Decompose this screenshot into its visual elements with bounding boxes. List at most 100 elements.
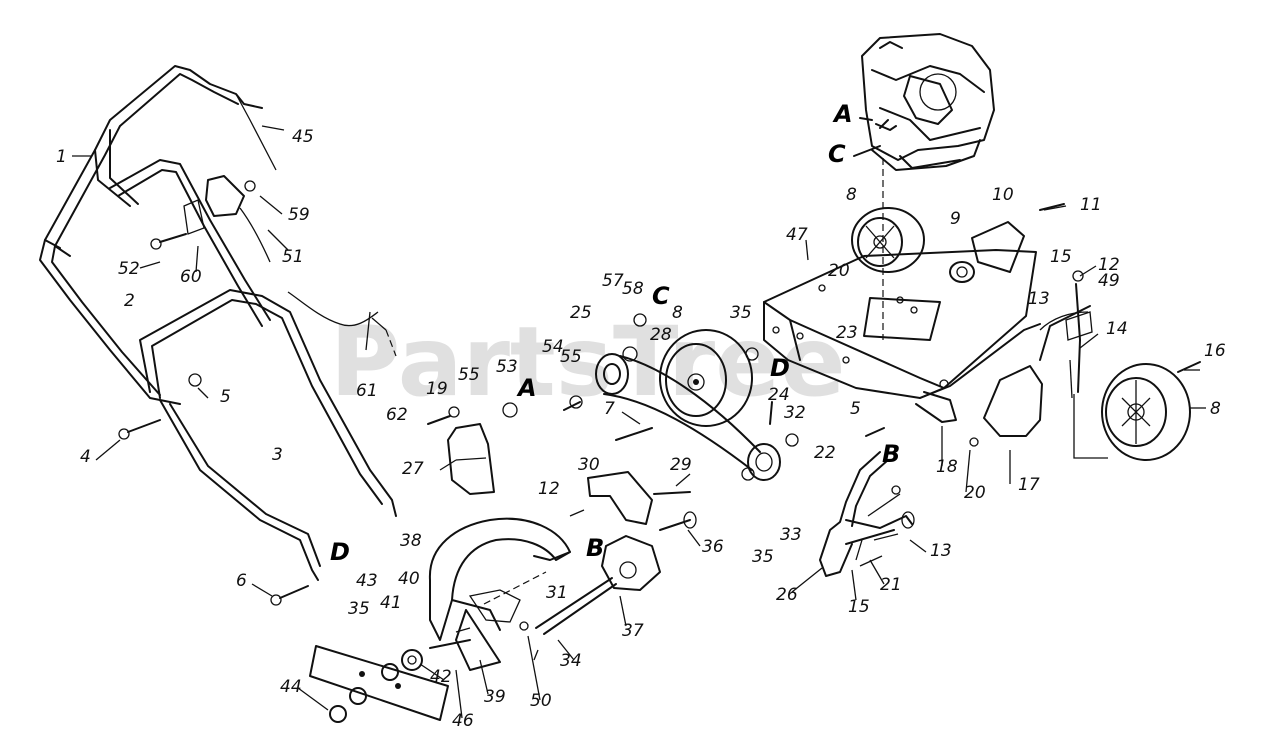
- wheel-top: [851, 207, 925, 273]
- label-51: 51: [282, 247, 304, 267]
- label-45: 45: [292, 127, 314, 147]
- label-12b: 12: [538, 479, 560, 499]
- marker-D-deck: D: [770, 354, 790, 382]
- label-4: 4: [80, 447, 91, 467]
- label-22: 22: [814, 443, 836, 463]
- label-19: 19: [426, 379, 448, 399]
- label-15b: 15: [848, 597, 870, 617]
- label-60: 60: [180, 267, 202, 287]
- blade-spacers: [329, 609, 529, 723]
- marker-C-pulley: C: [652, 282, 670, 310]
- label-10: 10: [992, 185, 1014, 205]
- label-20b: 20: [964, 483, 986, 503]
- label-44: 44: [280, 677, 302, 697]
- wheel-right: [1101, 363, 1191, 461]
- wheel-middle: [659, 329, 753, 427]
- label-40: 40: [398, 569, 420, 589]
- label-42: 42: [430, 667, 452, 687]
- label-50: 50: [530, 691, 552, 711]
- label-52: 52: [118, 259, 140, 279]
- label-36: 36: [702, 537, 724, 557]
- label-31: 31: [546, 583, 568, 603]
- label-55b: 55: [560, 347, 582, 367]
- connection-markers: A C A C D D B B: [330, 100, 900, 566]
- label-34: 34: [560, 651, 582, 671]
- label-15a: 15: [1050, 247, 1072, 267]
- label-13b: 13: [930, 541, 952, 561]
- blade-centerline: [483, 571, 547, 605]
- arbor-assembly: [535, 491, 697, 635]
- label-26: 26: [776, 585, 798, 605]
- label-32: 32: [784, 403, 806, 423]
- label-35a: 35: [730, 303, 752, 323]
- label-28: 28: [650, 325, 672, 345]
- label-49: 49: [1098, 271, 1120, 291]
- label-5a: 5: [220, 387, 231, 407]
- control-bracket: [183, 175, 271, 263]
- label-6: 6: [236, 571, 247, 591]
- blade-housing: [428, 517, 571, 641]
- label-2: 2: [124, 291, 135, 311]
- marker-A-bracket: A: [516, 374, 537, 402]
- leader-lines: [95, 125, 1206, 719]
- marker-A-engine: A: [832, 100, 853, 128]
- bracket-27: [447, 423, 495, 495]
- label-23: 23: [836, 323, 858, 343]
- lower-handle: [139, 289, 397, 581]
- hardware-right: [939, 203, 1201, 459]
- label-17: 17: [1018, 475, 1040, 495]
- label-46: 46: [452, 711, 474, 731]
- belt-system: [427, 313, 885, 481]
- label-54: 54: [542, 337, 564, 357]
- label-14: 14: [1106, 319, 1128, 339]
- height-lever: [819, 451, 915, 577]
- mount-bracket-30: [569, 471, 653, 525]
- part-callouts: 1 2 3 4 5 5 6 7 8 8 8 9 10 11 12 12 13 1…: [56, 127, 1226, 731]
- label-53: 53: [496, 357, 518, 377]
- handle-hardware: [118, 233, 309, 606]
- label-47: 47: [786, 225, 808, 245]
- label-9: 9: [950, 209, 961, 229]
- label-27: 27: [402, 459, 424, 479]
- label-39: 39: [484, 687, 506, 707]
- label-35c: 35: [348, 599, 370, 619]
- marker-B-arbor: B: [586, 534, 604, 562]
- label-1: 1: [56, 147, 67, 167]
- wheel-bracket-17: [983, 305, 1091, 437]
- label-57: 57: [602, 271, 624, 291]
- label-41: 41: [380, 593, 402, 613]
- label-25: 25: [570, 303, 592, 323]
- label-29: 29: [670, 455, 692, 475]
- control-cable: [235, 93, 397, 357]
- watermark: PartsTree: [330, 306, 845, 418]
- label-59: 59: [288, 205, 310, 225]
- blade-42: [309, 645, 449, 721]
- label-43: 43: [356, 571, 378, 591]
- label-37: 37: [622, 621, 644, 641]
- label-35b: 35: [752, 547, 774, 567]
- label-8c: 8: [1210, 399, 1221, 419]
- label-16: 16: [1204, 341, 1226, 361]
- label-18: 18: [936, 457, 958, 477]
- label-5b: 5: [850, 399, 861, 419]
- engine: [861, 33, 995, 171]
- label-38: 38: [400, 531, 422, 551]
- label-61: 61: [356, 381, 378, 401]
- label-7: 7: [604, 399, 615, 419]
- label-11: 11: [1080, 195, 1102, 215]
- label-12a: 12: [1098, 255, 1120, 275]
- marker-B-lever: B: [882, 440, 900, 468]
- label-30: 30: [578, 455, 600, 475]
- label-20a: 20: [828, 261, 850, 281]
- label-62: 62: [386, 405, 408, 425]
- label-13a: 13: [1028, 289, 1050, 309]
- label-3: 3: [272, 445, 283, 465]
- label-33: 33: [780, 525, 802, 545]
- label-8a: 8: [846, 185, 857, 205]
- label-8b: 8: [672, 303, 683, 323]
- label-21: 21: [880, 575, 902, 595]
- upper-handle: [44, 65, 263, 257]
- label-55a: 55: [458, 365, 480, 385]
- middle-handle: [39, 159, 271, 405]
